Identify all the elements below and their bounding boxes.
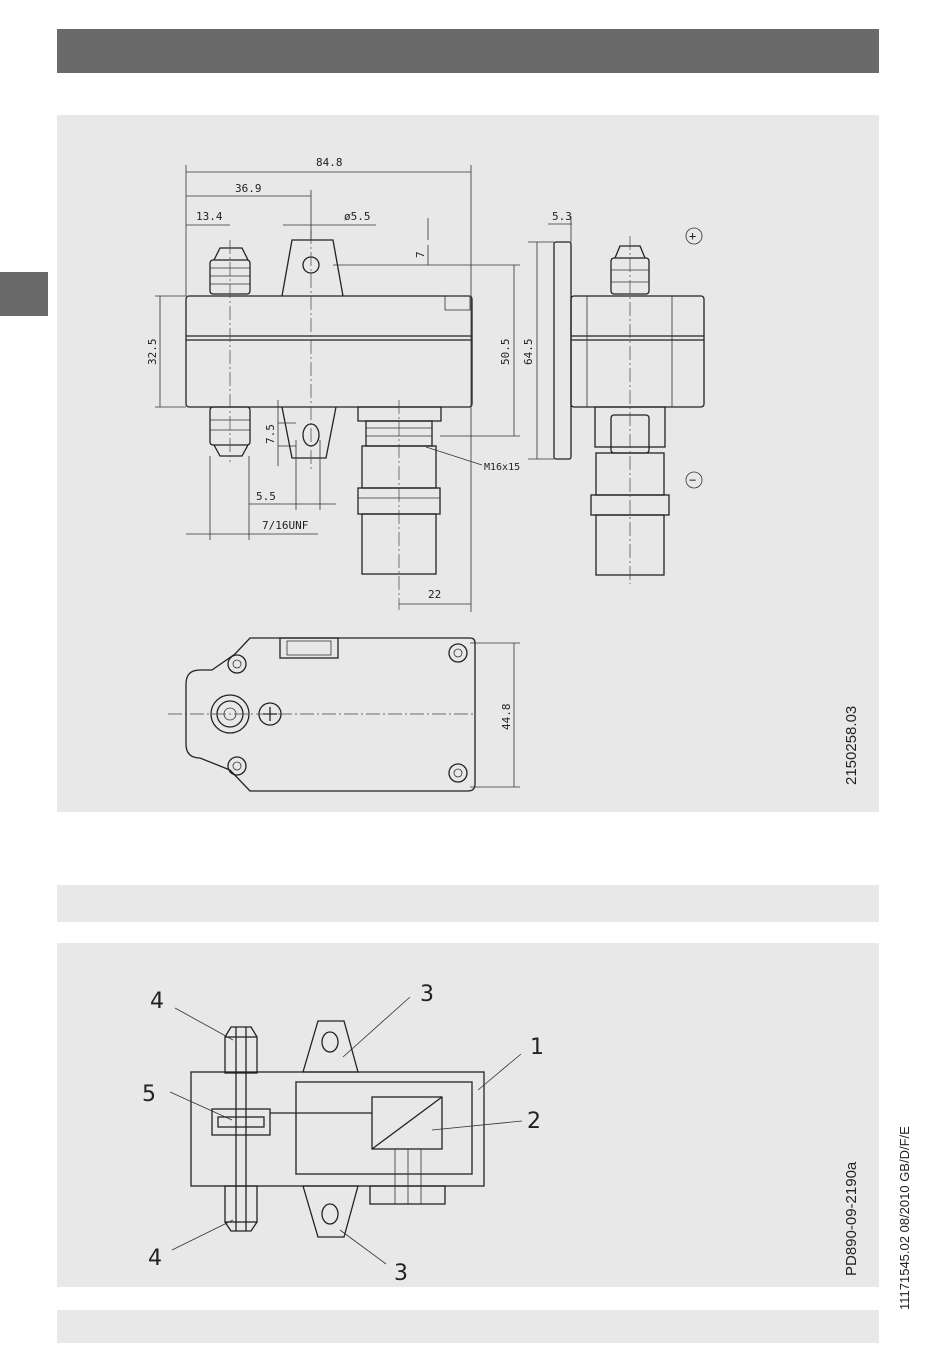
dim-fitting-offset: 13.4 <box>196 210 223 223</box>
dim-tab-height: 7 <box>414 251 427 258</box>
drawing-doc-code: 2150258.03 <box>843 706 860 785</box>
callout-tab-bottom: 3 <box>394 1261 408 1286</box>
footer-doc-reference: 11171545.02 08/2010 GB/D/F/E <box>897 1126 912 1310</box>
callout-sensor: 2 <box>527 1109 541 1134</box>
dim-bottom-height: 44.8 <box>500 704 513 731</box>
callout-fitting-top: 4 <box>150 989 164 1014</box>
bottom-view <box>168 638 520 791</box>
dim-connector-offset: 22 <box>428 588 441 601</box>
schematic: 1 2 3 3 4 4 5 <box>142 982 544 1286</box>
callout-fitting-bottom: 4 <box>148 1246 162 1271</box>
dim-height-a: 50.5 <box>499 339 512 366</box>
dim-hole-diameter: ø5.5 <box>344 210 371 223</box>
front-view <box>155 165 520 612</box>
side-view <box>528 216 704 584</box>
callout-housing: 1 <box>530 1035 544 1060</box>
callout-tab-top: 3 <box>420 982 434 1007</box>
dim-flange-thickness: 5.3 <box>552 210 572 223</box>
callout-diaphragm: 5 <box>142 1082 156 1107</box>
dim-port-offset: 36.9 <box>235 182 262 195</box>
plus-port-symbol: + <box>689 229 696 243</box>
minus-port-symbol: − <box>689 473 696 487</box>
diagram-doc-code: PD890-09-2190a <box>843 1161 860 1276</box>
dim-fitting-thread: 7/16UNF <box>262 519 308 532</box>
dim-height-b: 64.5 <box>522 339 535 366</box>
dim-hole-spacing: 5.5 <box>256 490 276 503</box>
dim-thread-spec: M16x15 <box>484 462 520 473</box>
dim-tab-bottom: 7.5 <box>264 424 277 444</box>
dim-total-width: 84.8 <box>316 156 343 169</box>
dim-body-height: 32.5 <box>146 339 159 366</box>
